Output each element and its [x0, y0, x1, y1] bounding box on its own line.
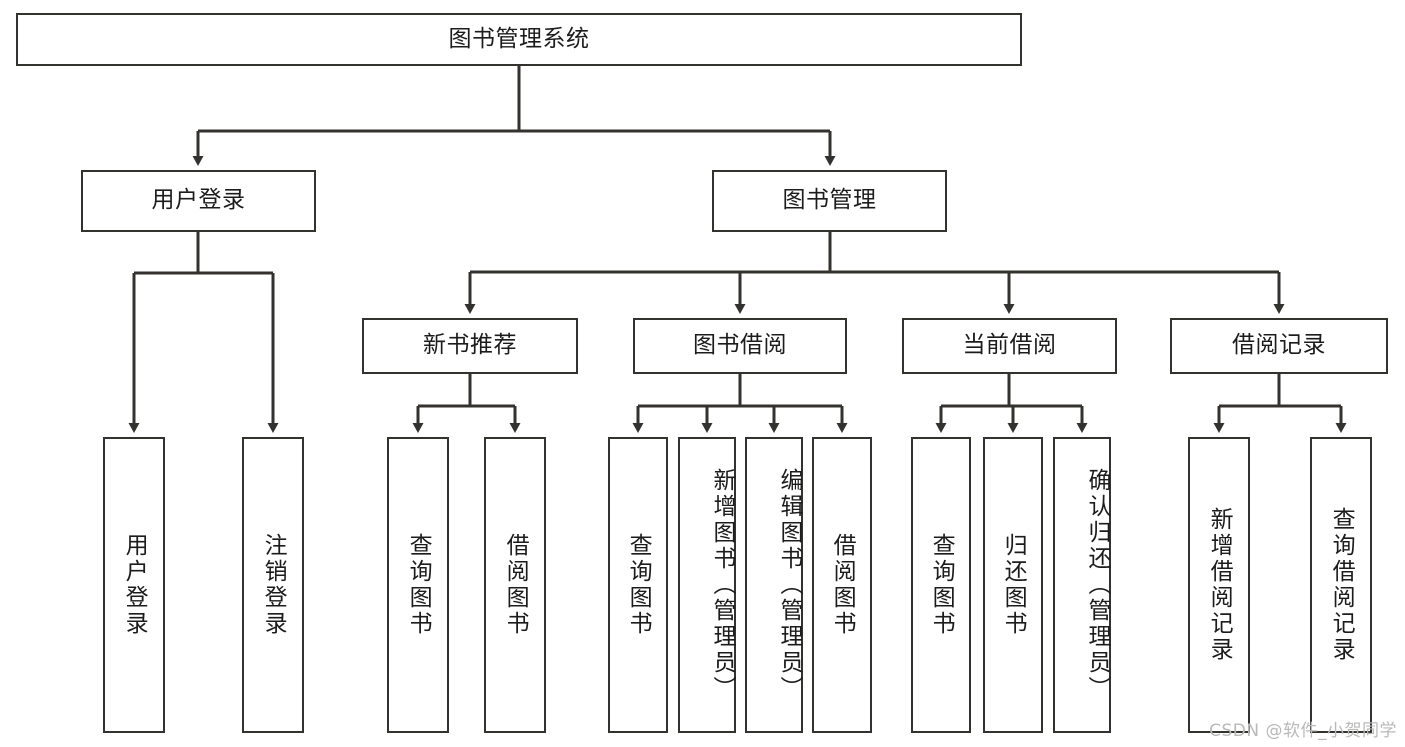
leaf-borrow-book[interactable]: 借阅图书 — [812, 437, 872, 733]
node-book-borrow[interactable]: 图书借阅 — [633, 318, 847, 374]
leaf-query-book-recommend[interactable]: 查询图书 — [387, 437, 449, 733]
node-book-management[interactable]: 图书管理 — [712, 170, 947, 232]
leaf-borrow-book-recommend[interactable]: 借阅图书 — [484, 437, 546, 733]
csdn-watermark: CSDN @软件_小贺同学 — [1209, 721, 1397, 741]
leaf-return-book[interactable]: 归还图书 — [983, 437, 1043, 733]
node-user-login[interactable]: 用户登录 — [81, 170, 316, 232]
leaf-confirm-return-admin[interactable]: 确认归还（管理员） — [1053, 437, 1111, 733]
leaf-query-book-borrow[interactable]: 查询图书 — [608, 437, 668, 733]
leaf-add-book-admin[interactable]: 新增图书（管理员） — [678, 437, 736, 733]
node-borrow-record[interactable]: 借阅记录 — [1170, 318, 1388, 374]
node-current-borrow[interactable]: 当前借阅 — [902, 318, 1117, 374]
leaf-query-borrow-record[interactable]: 查询借阅记录 — [1310, 437, 1372, 733]
leaf-user-login[interactable]: 用户登录 — [103, 437, 165, 733]
node-root[interactable]: 图书管理系统 — [16, 13, 1022, 66]
leaf-edit-book-admin[interactable]: 编辑图书（管理员） — [745, 437, 803, 733]
node-new-book-recommend[interactable]: 新书推荐 — [362, 318, 578, 374]
leaf-add-borrow-record[interactable]: 新增借阅记录 — [1188, 437, 1250, 733]
leaf-logout-login[interactable]: 注销登录 — [242, 437, 304, 733]
leaf-query-book-current[interactable]: 查询图书 — [911, 437, 971, 733]
